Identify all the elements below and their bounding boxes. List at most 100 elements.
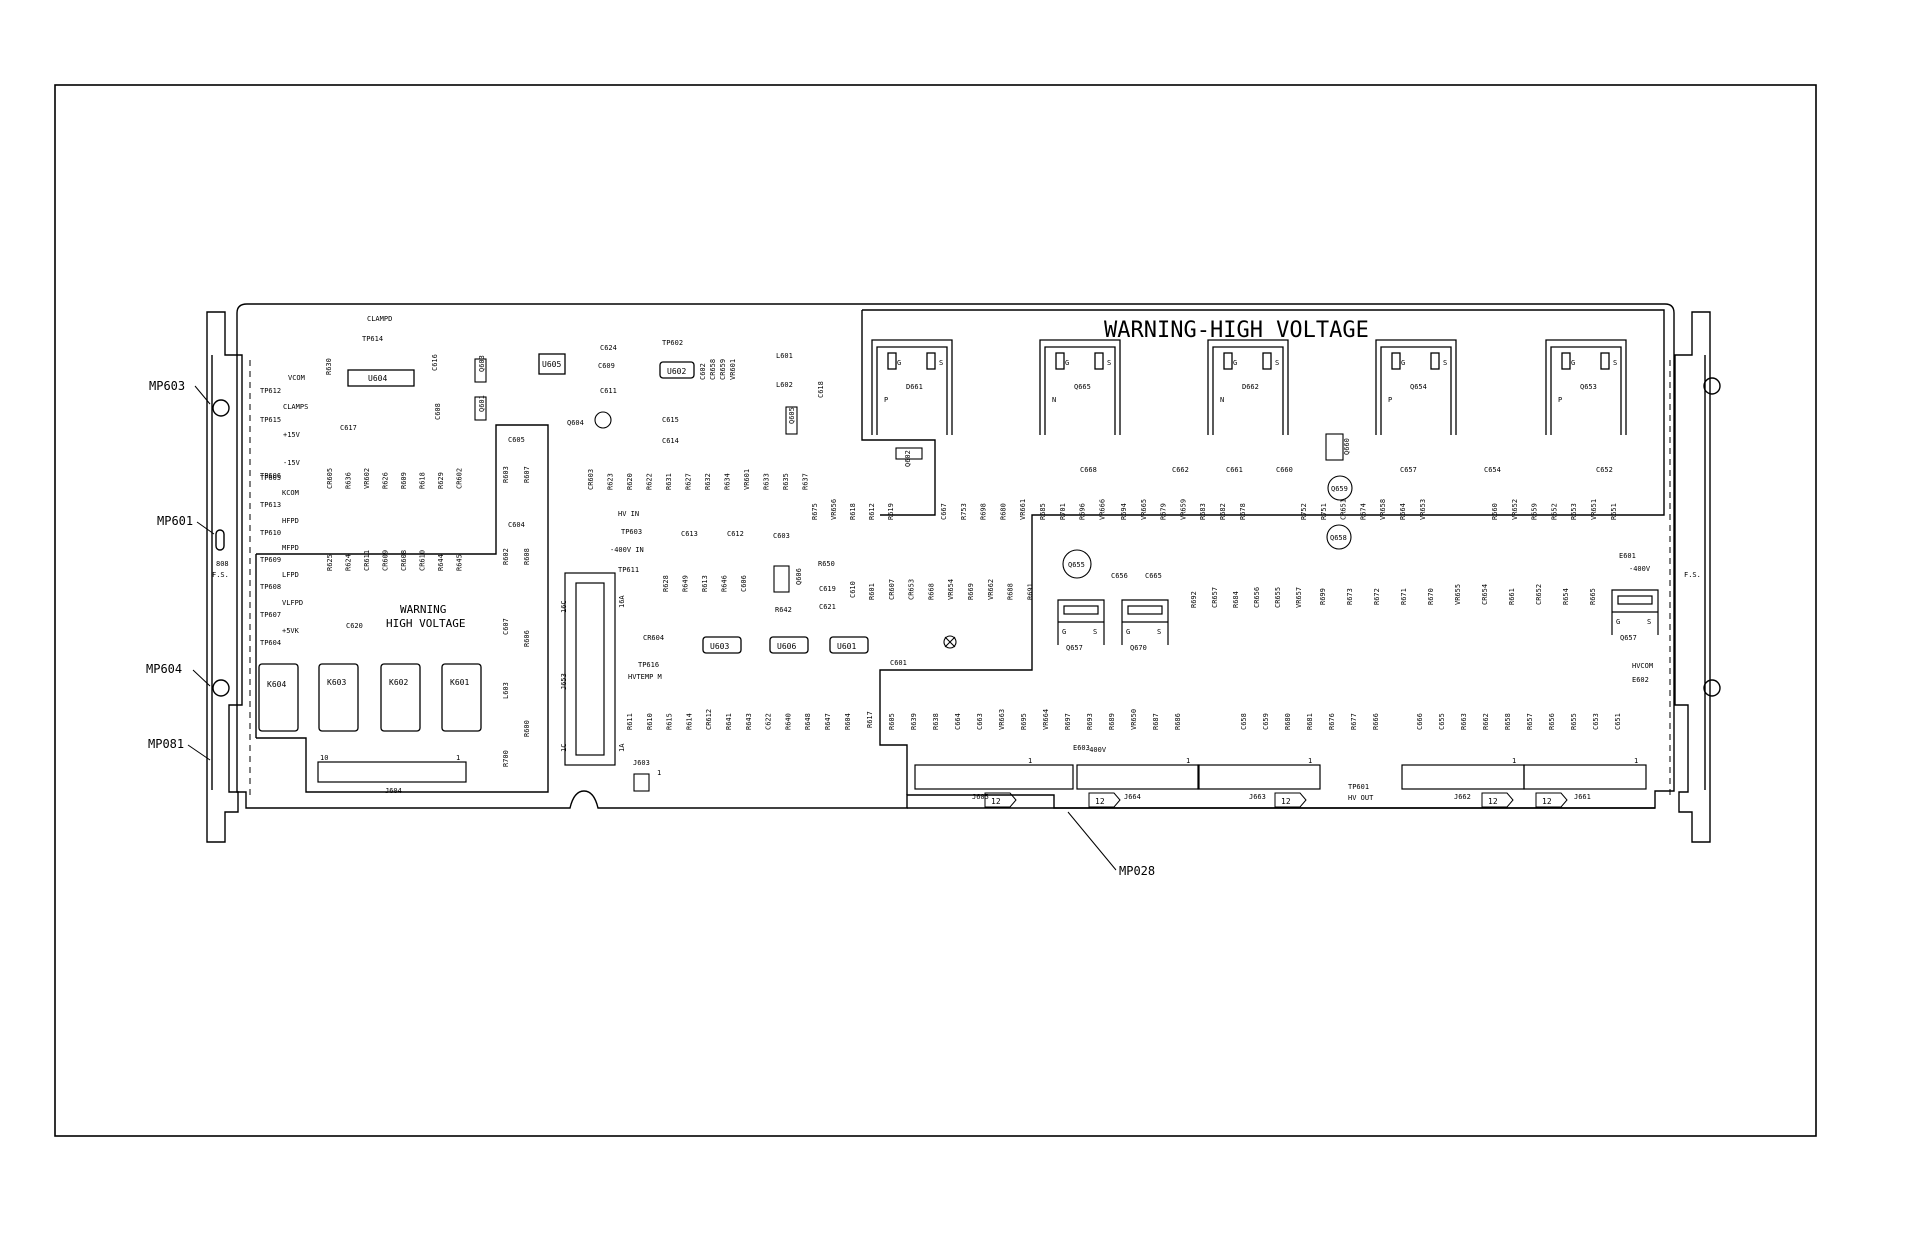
ref-label: R652 — [1550, 503, 1558, 520]
connector-tag-label: 12 — [1488, 797, 1498, 806]
ref-label: R666 — [1372, 713, 1380, 730]
ref-label: R679 — [1160, 503, 1168, 520]
testpoint-label: TP609 — [260, 556, 281, 564]
ic-u604: U604 — [368, 374, 387, 383]
connector-group — [317, 572, 1647, 790]
ref-label: R639 — [910, 713, 918, 730]
testpoint-label: +15V — [283, 431, 301, 439]
ref-label: R613 — [701, 575, 709, 592]
ref-label: VR657 — [1295, 587, 1303, 608]
ref-label: R615 — [666, 713, 674, 730]
fet-pin-g: G — [1065, 359, 1069, 367]
testpoint-label: E603 — [1073, 744, 1090, 752]
ref-label: R688 — [1007, 583, 1015, 600]
ref-label: R619 — [887, 503, 895, 520]
connector-j605-pin: 1 — [1028, 757, 1032, 765]
ref-label: R695 — [1020, 713, 1028, 730]
connector-j604: J604 — [385, 787, 402, 795]
ref-label: C613 — [681, 530, 698, 538]
ref-label: R696 — [1079, 503, 1087, 520]
fet-type-label: P — [884, 396, 888, 404]
ref-label: R604 — [844, 713, 852, 730]
fet-ref-label: Q653 — [1580, 383, 1597, 391]
relay-k603: K603 — [327, 678, 346, 687]
ic-u602: U602 — [667, 367, 686, 376]
ref-label: C622 — [765, 713, 773, 730]
ref-label: CR603 — [587, 469, 595, 490]
ref-label: C657 — [1400, 466, 1417, 474]
ref-label: R601 — [868, 583, 876, 600]
ref-label: CR609 — [382, 550, 390, 571]
ref-label: R661 — [1508, 588, 1516, 605]
ref-label: C607 — [502, 618, 510, 635]
ref-label: C664 — [954, 713, 962, 730]
ref-label: R668 — [927, 583, 935, 600]
part-q659: Q659 — [1331, 485, 1348, 493]
testpoint-label: HFPD — [282, 517, 299, 525]
fet-pin-g: G — [1233, 359, 1237, 367]
side-mark-fs-right: F.S. — [1684, 571, 1701, 579]
testpoint-label: VLFPD — [282, 599, 303, 607]
part-q605: Q605 — [788, 407, 796, 424]
connector-j653: J653 — [560, 673, 568, 690]
ref-label: C603 — [773, 532, 790, 540]
ref-label: C620 — [346, 622, 363, 630]
relay-group — [258, 663, 482, 732]
ref-label: C611 — [600, 387, 617, 395]
ref-label: CR658 — [709, 359, 717, 380]
ref-label: C660 — [1276, 466, 1293, 474]
ref-label: C652 — [1596, 466, 1613, 474]
ref-label: C606 — [740, 575, 748, 592]
ref-label: R624 — [345, 554, 353, 571]
ref-label: R694 — [1120, 503, 1128, 520]
ref-label: R649 — [682, 575, 690, 592]
ref-label: R654 — [1562, 588, 1570, 605]
fet-ref-label: Q665 — [1074, 383, 1091, 391]
fet-pin-s: S — [1613, 359, 1617, 367]
ref-label: R608 — [523, 548, 531, 565]
ref-label: R648 — [804, 713, 812, 730]
ic-u603: U603 — [710, 642, 729, 651]
to220-pin-g: G — [1616, 618, 1620, 626]
testpoint-label: -15V — [283, 459, 301, 467]
ref-label: R685 — [1039, 503, 1047, 520]
fet-ref-label: Q654 — [1410, 383, 1427, 391]
callout-mp604: MP604 — [146, 662, 182, 676]
ref-label: R641 — [725, 713, 733, 730]
ref-label: R612 — [868, 503, 876, 520]
connector-j603-pin: 1 — [657, 769, 661, 777]
fet-type-label: P — [1388, 396, 1392, 404]
ref-label: R658 — [1504, 713, 1512, 730]
ref-label: CR611 — [363, 550, 371, 571]
connector-tag-arrow — [1088, 792, 1121, 808]
testpoint-label: TP611 — [618, 566, 639, 574]
testpoint-label: TP601 — [1348, 783, 1369, 791]
testpoint-label: TP614 — [362, 335, 383, 343]
part-l601: L601 — [776, 352, 793, 360]
ref-label: R607 — [523, 466, 531, 483]
ref-label: R662 — [1482, 713, 1490, 730]
relay-k604: K604 — [267, 680, 286, 689]
connector-tag-arrow — [1274, 792, 1307, 808]
fet-pin-s: S — [939, 359, 943, 367]
part-q601: Q601 — [478, 395, 486, 412]
ref-label: VR653 — [1419, 499, 1427, 520]
fet-ref-label: D662 — [1242, 383, 1259, 391]
ref-label: R693 — [1086, 713, 1094, 730]
ref-label: R753 — [960, 503, 968, 520]
testpoint-label: TP613 — [260, 501, 281, 509]
ref-label: R602 — [502, 548, 510, 565]
ref-label: R640 — [784, 713, 792, 730]
ref-label: R633 — [763, 473, 771, 490]
ref-label: R671 — [1400, 588, 1408, 605]
ref-label: CR657 — [1211, 587, 1219, 608]
ref-label: R751 — [1320, 503, 1328, 520]
to220-ref: Q657 — [1066, 644, 1083, 652]
connector-j664: J664 — [1124, 793, 1141, 801]
testpoint-label: TP605 — [260, 474, 281, 482]
ref-label: C619 — [819, 585, 836, 593]
ref-label: R701 — [1059, 503, 1067, 520]
testpoint-label: -400V — [1629, 565, 1651, 573]
